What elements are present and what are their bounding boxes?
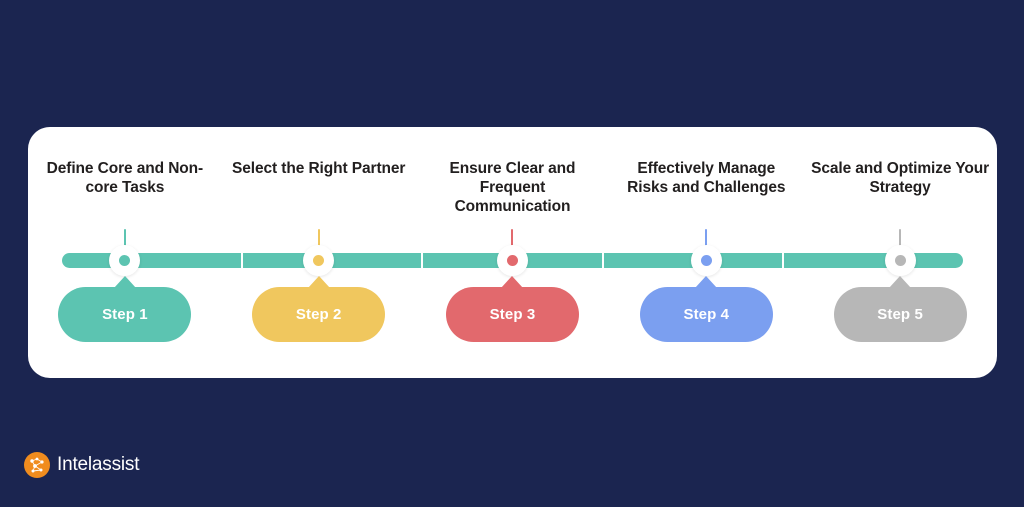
- step-title: Scale and Optimize Your Strategy: [811, 160, 990, 196]
- step-pill-wrapper[interactable]: Step 5: [833, 276, 967, 342]
- brand-name: Intelassist: [57, 454, 140, 475]
- step-pill-tail: [113, 276, 136, 288]
- step-pill-wrapper[interactable]: Step 2: [252, 276, 386, 342]
- step-column-5: Scale and Optimize Your Strategy Step 5: [803, 127, 997, 378]
- step-marker-dot: [313, 255, 325, 266]
- step-pill-tail: [307, 276, 330, 288]
- step-pill-label[interactable]: Step 2: [252, 287, 386, 342]
- step-pill-label[interactable]: Step 5: [833, 287, 967, 342]
- step-pill-tail: [889, 276, 912, 288]
- step-marker-dot: [894, 255, 906, 266]
- step-marker: [690, 245, 722, 276]
- step-pill-label[interactable]: Step 3: [445, 287, 579, 342]
- steps-row: Define Core and Non-core Tasks Step 1 Se…: [28, 127, 997, 378]
- step-column-4: Effectively Manage Risks and Challenges …: [609, 127, 803, 378]
- step-title: Define Core and Non-core Tasks: [46, 160, 204, 196]
- infographic-card: Define Core and Non-core Tasks Step 1 Se…: [28, 127, 997, 378]
- step-marker-dot: [506, 255, 518, 266]
- network-nodes-icon: [24, 452, 50, 478]
- track-segment: [784, 253, 963, 268]
- step-pill-label[interactable]: Step 1: [58, 287, 192, 342]
- step-marker-dot: [700, 255, 712, 266]
- step-pill-tail: [695, 276, 718, 288]
- step-pill-tail: [501, 276, 524, 288]
- step-column-3: Ensure Clear and Frequent Communication …: [416, 127, 610, 378]
- step-marker: [303, 245, 335, 276]
- step-title: Effectively Manage Risks and Challenges: [627, 160, 786, 196]
- step-column-2: Select the Right Partner Step 2: [222, 127, 416, 378]
- track-segment: [62, 253, 241, 268]
- step-column-1: Define Core and Non-core Tasks Step 1: [28, 127, 222, 378]
- step-title: Ensure Clear and Frequent Communication: [449, 160, 576, 215]
- step-pill-wrapper[interactable]: Step 3: [445, 276, 579, 342]
- step-marker: [109, 245, 141, 276]
- step-pill-wrapper[interactable]: Step 4: [639, 276, 773, 342]
- step-pill-wrapper[interactable]: Step 1: [58, 276, 192, 342]
- step-marker-dot: [119, 255, 131, 266]
- step-marker: [884, 245, 916, 276]
- step-marker: [496, 245, 528, 276]
- step-title: Select the Right Partner: [232, 160, 406, 177]
- step-pill-label[interactable]: Step 4: [639, 287, 773, 342]
- brand-logo[interactable]: Intelassist: [24, 452, 139, 478]
